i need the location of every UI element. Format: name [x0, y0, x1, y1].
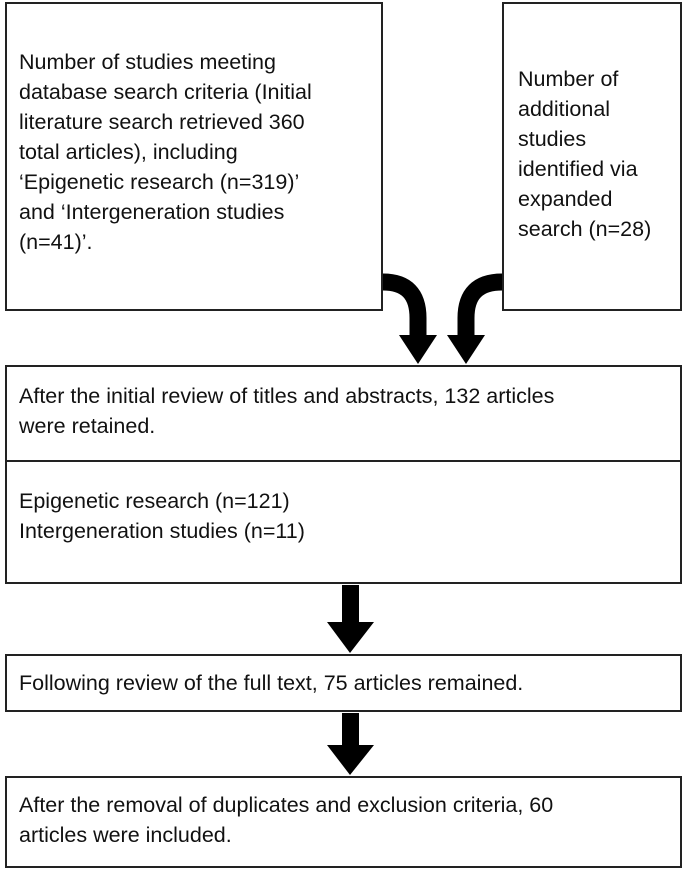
initial-search-box: Number of studies meeting database searc… [5, 2, 383, 311]
additional-search-line: identified via [518, 157, 638, 181]
initial-search-line: and ‘Intergeneration studies [19, 200, 285, 224]
initial-search-line: database search criteria (Initial [19, 80, 312, 104]
category-breakdown-line: Epigenetic research (n=121) [19, 489, 290, 513]
full-text-review-box: Following review of the full text, 75 ar… [5, 654, 682, 712]
initial-search-line: (n=41)’. [19, 230, 93, 254]
initial-search-line: ‘Epigenetic research (n=319)’ [19, 170, 300, 194]
category-breakdown-box: Epigenetic research (n=121) Intergenerat… [5, 460, 682, 584]
title-abstract-review-line: After the initial review of titles and a… [19, 384, 555, 408]
down-arrow-icon [327, 585, 374, 653]
additional-search-box: Number of additional studies identified … [502, 2, 682, 311]
initial-search-line: literature search retrieved 360 [19, 110, 305, 134]
category-breakdown-line: Intergeneration studies (n=11) [19, 519, 305, 543]
full-text-review-line: Following review of the full text, 75 ar… [19, 671, 524, 695]
additional-search-line: additional [518, 97, 611, 121]
curved-arrow-left-icon [382, 273, 437, 364]
title-abstract-review-box: After the initial review of titles and a… [5, 365, 682, 462]
additional-search-line: Number of [518, 67, 619, 91]
down-arrow-icon [327, 713, 374, 775]
initial-search-line: total articles), including [19, 140, 238, 164]
title-abstract-review-line: were retained. [19, 414, 156, 438]
final-inclusion-box: After the removal of duplicates and excl… [5, 776, 682, 868]
initial-search-line: Number of studies meeting [19, 50, 276, 74]
additional-search-line: search (n=28) [518, 217, 652, 241]
final-inclusion-line: articles were included. [19, 823, 232, 847]
additional-search-line: studies [518, 127, 587, 151]
final-inclusion-line: After the removal of duplicates and excl… [19, 793, 554, 817]
curved-arrow-right-icon [447, 273, 503, 364]
additional-search-line: expanded [518, 187, 613, 211]
